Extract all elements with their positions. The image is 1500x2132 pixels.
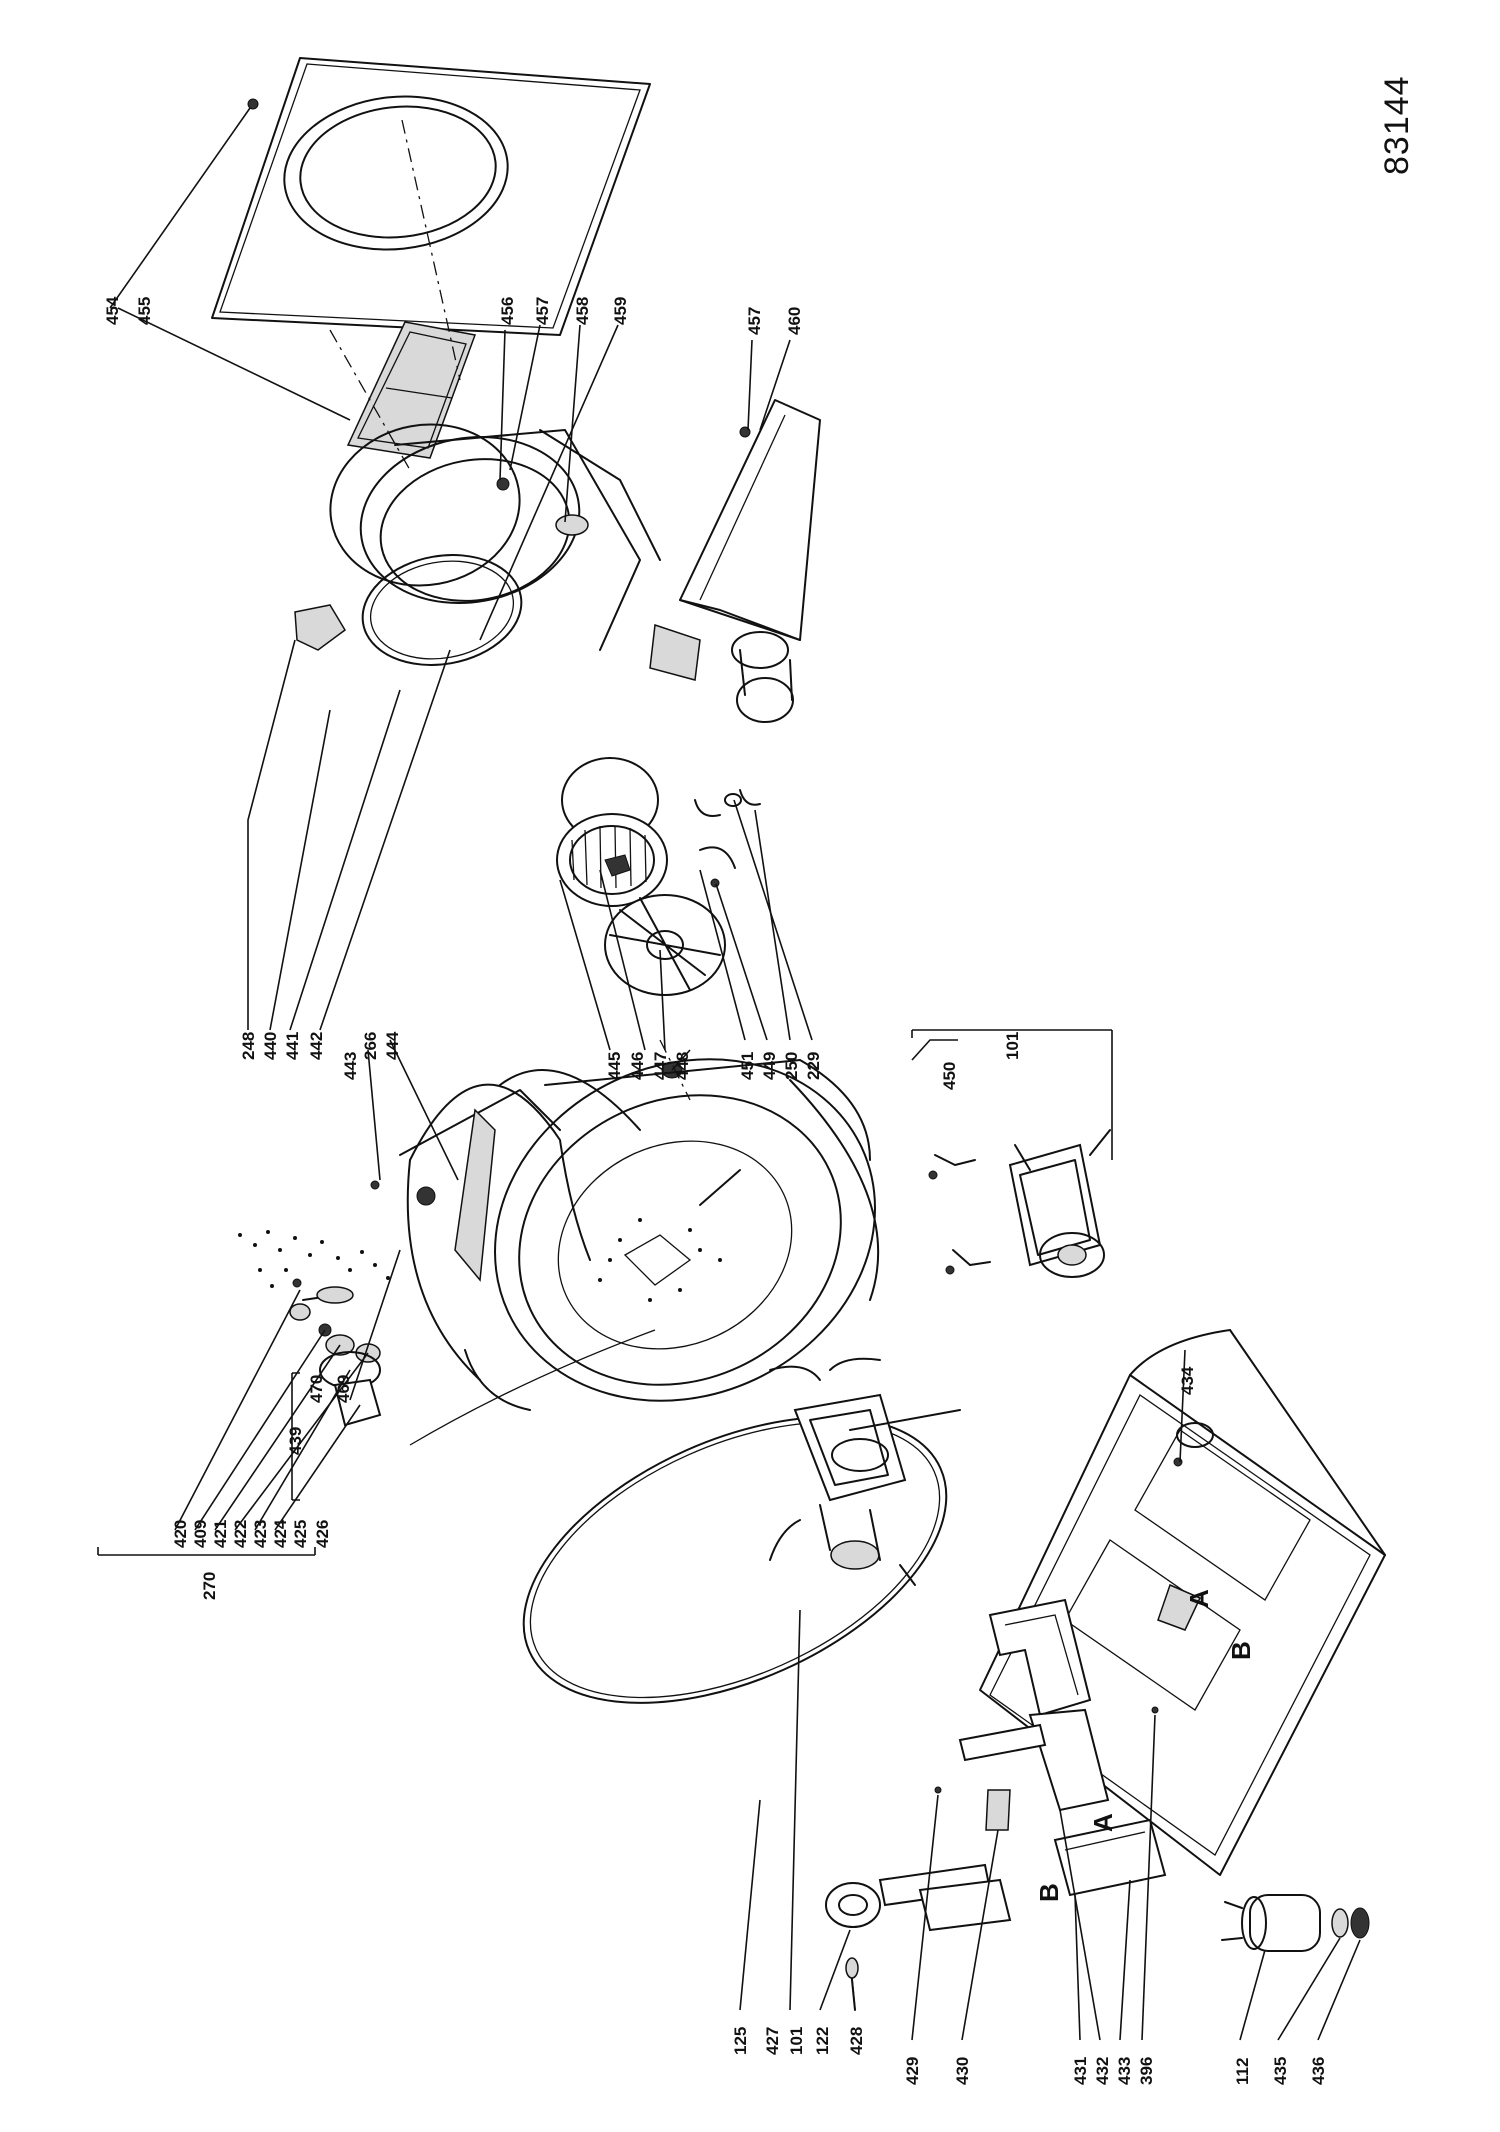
label-469: 469: [334, 1375, 353, 1403]
document-number: 83144: [1378, 75, 1416, 175]
part-456: [496, 477, 510, 491]
drum-perforation-dots: [598, 1218, 722, 1302]
label-439: 439: [286, 1427, 305, 1455]
base-plate: [979, 1329, 1386, 1876]
screw-455: [247, 98, 259, 110]
marker-B-base: B: [1226, 1641, 1256, 1660]
front-panel: [211, 57, 651, 336]
label-458: 458: [573, 297, 592, 325]
label-451: 451: [738, 1052, 757, 1080]
label-434: 434: [1178, 1366, 1197, 1395]
label-454: 454: [103, 296, 122, 325]
label-457b: 457: [745, 307, 764, 335]
label-459: 459: [611, 297, 630, 325]
label-456: 456: [498, 297, 517, 325]
label-101: 101: [787, 2027, 806, 2055]
part-428: [845, 1957, 859, 1979]
label-229: 229: [804, 1052, 823, 1080]
marker-B-bracket: B: [1034, 1883, 1064, 1902]
label-470: 470: [307, 1375, 326, 1403]
label-396: 396: [1137, 2057, 1156, 2085]
label-421: 421: [211, 1520, 230, 1548]
blower-housing: [329, 423, 701, 681]
label-448: 448: [673, 1052, 692, 1080]
part-248: [294, 604, 346, 651]
motor-bracket-431: [1053, 1818, 1167, 1897]
label-270: 270: [200, 1572, 219, 1600]
label-425: 425: [291, 1520, 310, 1548]
lint-filter: [346, 321, 477, 459]
label-409: 409: [191, 1520, 210, 1548]
label-112: 112: [1233, 2058, 1252, 2085]
label-431: 431: [1071, 2057, 1090, 2085]
label-423: 423: [251, 1520, 270, 1548]
label-432: 432: [1093, 2057, 1112, 2085]
drive-belt: [522, 1416, 948, 1704]
label-447: 447: [651, 1052, 670, 1080]
air-duct: [679, 399, 821, 723]
nut-436: [1350, 1907, 1370, 1939]
label-427: 427: [763, 2027, 782, 2055]
label-101-group: 101: [1003, 1032, 1022, 1060]
label-420: 420: [171, 1520, 190, 1548]
label-428: 428: [847, 2027, 866, 2055]
motor-bracket-432: [988, 1598, 1110, 1812]
label-444: 444: [383, 1031, 402, 1060]
label-248: 248: [239, 1032, 258, 1060]
capacitor-112: [1221, 1894, 1370, 1952]
label-449: 449: [760, 1052, 779, 1080]
assembly-markers: A B A B: [1034, 1589, 1256, 1902]
label-433: 433: [1115, 2057, 1134, 2085]
blower-impeller: [556, 757, 668, 907]
part-458: [555, 514, 589, 536]
spring-430: [985, 1789, 1011, 1831]
part-470: [416, 1186, 436, 1206]
label-440: 440: [261, 1032, 280, 1060]
label-430: 430: [953, 2057, 972, 2085]
drum: [370, 1058, 880, 1411]
drive-motor-mount: [769, 1357, 961, 1586]
marker-A-bracket: A: [1088, 1813, 1118, 1832]
label-460: 460: [785, 307, 804, 335]
label-122: 122: [813, 2027, 832, 2055]
label-446: 446: [628, 1052, 647, 1080]
small-clips: [694, 789, 761, 888]
callout-labels: 454 455 456 457 458 459 457 460 248 440 …: [103, 296, 1328, 2085]
leader-lines: [97, 107, 1361, 2041]
label-435: 435: [1271, 2057, 1290, 2085]
label-429: 429: [903, 2057, 922, 2085]
nut-435: [1331, 1908, 1349, 1938]
label-442: 442: [307, 1032, 326, 1060]
marker-A-base: A: [1184, 1589, 1214, 1608]
label-445: 445: [605, 1052, 624, 1080]
label-450: 450: [940, 1062, 959, 1090]
drum-hub: [623, 1234, 692, 1286]
assembly-centerline-2: [329, 329, 411, 471]
label-426: 426: [313, 1520, 332, 1548]
label-455: 455: [135, 297, 154, 325]
screw-443: [370, 1180, 380, 1190]
label-422: 422: [231, 1520, 250, 1548]
part-429: [934, 1786, 942, 1794]
label-441: 441: [283, 1032, 302, 1060]
label-266: 266: [361, 1032, 380, 1060]
label-250: 250: [782, 1052, 801, 1080]
motor-101: [1008, 1129, 1111, 1278]
label-424: 424: [271, 1519, 290, 1548]
bearing-parts: [238, 1230, 390, 1427]
blower-pulley-447: [604, 894, 726, 996]
motor-brushes-450: [928, 1154, 991, 1275]
label-457a: 457: [533, 297, 552, 325]
label-125: 125: [731, 2027, 750, 2055]
screw-396: [1151, 1706, 1159, 1714]
tension-arm-430: [958, 1723, 1047, 1762]
label-436: 436: [1309, 2057, 1328, 2085]
bearing-to-drum-line: [409, 1329, 656, 1446]
label-443: 443: [341, 1052, 360, 1080]
